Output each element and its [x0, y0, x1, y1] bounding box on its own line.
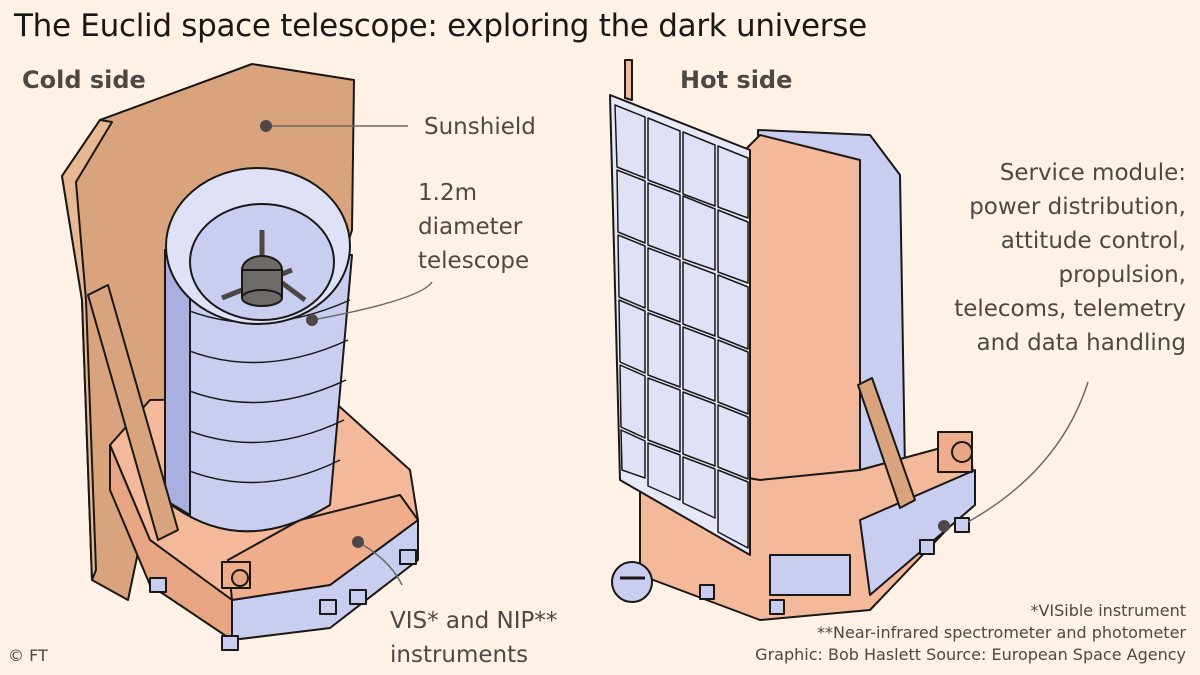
service-module-label-line: Service module:: [999, 160, 1186, 186]
instruments-label: VIS* and NIP** instruments: [390, 604, 557, 672]
page-title: The Euclid space telescope: exploring th…: [14, 8, 867, 44]
thruster-disc: [611, 561, 653, 603]
footnote-vis: *VISible instrument: [1030, 601, 1186, 620]
telescope-label-line: diameter: [418, 214, 523, 240]
footnote-credit: Graphic: Bob Haslett Source: European Sp…: [755, 645, 1186, 664]
cold-side-label: Cold side: [22, 66, 146, 94]
hot-side-spacecraft: [609, 59, 976, 621]
copyright: © FT: [8, 646, 48, 665]
instruments-box: [227, 494, 419, 601]
service-module-label-line: power distribution,: [969, 194, 1186, 220]
sunshield-label: Sunshield: [424, 114, 536, 140]
cold-side-spacecraft: [61, 63, 419, 651]
telescope-label-line: 1.2m: [418, 180, 477, 206]
service-module-label-line: and data handling: [976, 330, 1186, 356]
service-module-label-line: propulsion,: [1058, 262, 1186, 288]
telescope-label: 1.2m diameter telescope: [418, 176, 529, 278]
footnotes: *VISible instrument **Near-infrared spec…: [755, 600, 1186, 666]
telescope-label-line: telescope: [418, 248, 530, 274]
service-module-label-line: attitude control,: [1000, 228, 1186, 254]
instruments-label-line: VIS* and NIP**: [390, 608, 558, 634]
footnote-nip: **Near-infrared spectrometer and photome…: [817, 623, 1186, 642]
solar-panel-cells: [614, 104, 749, 549]
telescope-barrel: [164, 249, 353, 533]
instruments-label-line: instruments: [390, 642, 529, 668]
service-module-label-line: telecoms, telemetry: [954, 296, 1186, 322]
service-module-label: Service module: power distribution, atti…: [954, 156, 1186, 360]
hot-side-label: Hot side: [680, 66, 793, 94]
